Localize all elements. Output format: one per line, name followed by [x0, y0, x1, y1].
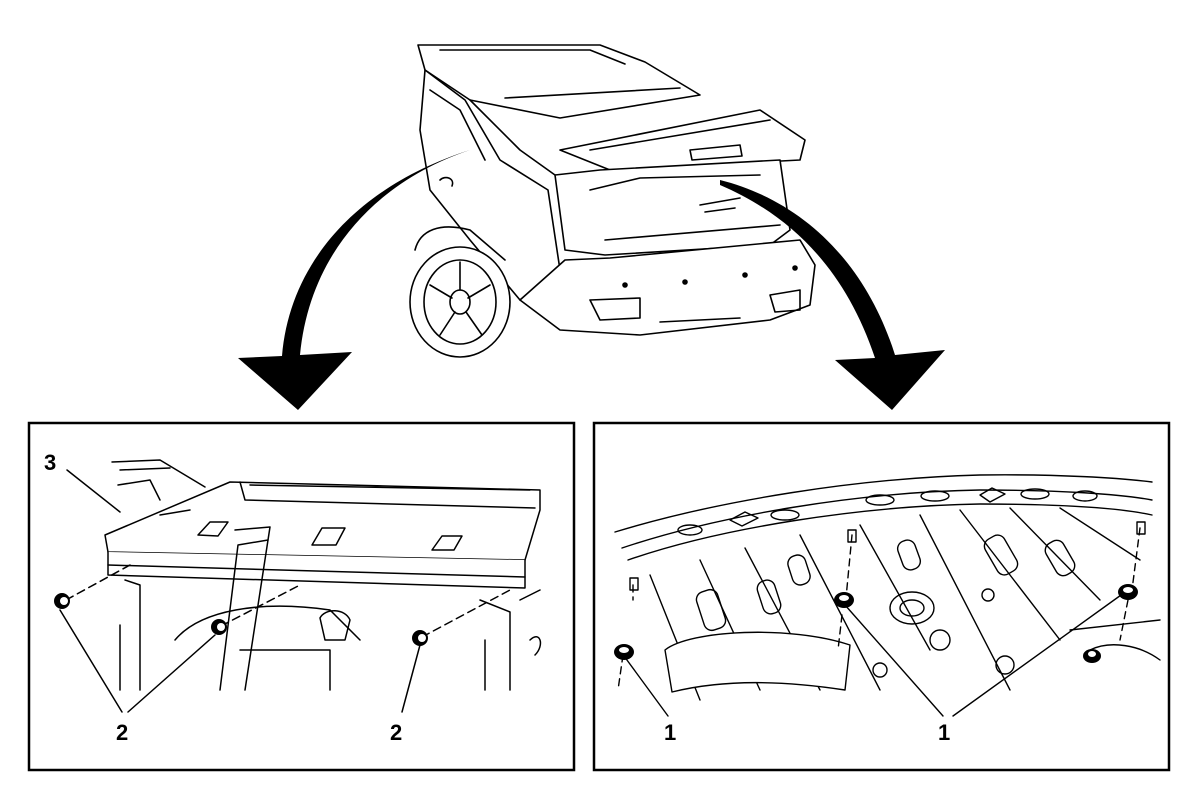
- direction-arrow-left: [238, 150, 470, 410]
- rear-shelf-panel-detail: [59, 459, 542, 713]
- right-detail-frame: [592, 421, 1171, 772]
- callout-1-right: 1: [938, 720, 950, 745]
- retainer-nut: [614, 644, 634, 660]
- trunk-floor-underside-detail: [614, 474, 1161, 717]
- pushpin-retainer: [54, 593, 70, 609]
- pushpin-retainer: [211, 619, 227, 635]
- left-detail-frame: [27, 421, 576, 772]
- callout-3: 3: [44, 450, 56, 475]
- pushpin-retainer: [412, 630, 428, 646]
- retainer-nut: [1118, 584, 1138, 600]
- retainer-nut: [1083, 649, 1101, 663]
- direction-arrow-right: [720, 180, 945, 410]
- retainer-nut: [834, 592, 854, 608]
- callout-1-left: 1: [664, 720, 676, 745]
- callout-2-left: 2: [116, 720, 128, 745]
- callout-2-right: 2: [390, 720, 402, 745]
